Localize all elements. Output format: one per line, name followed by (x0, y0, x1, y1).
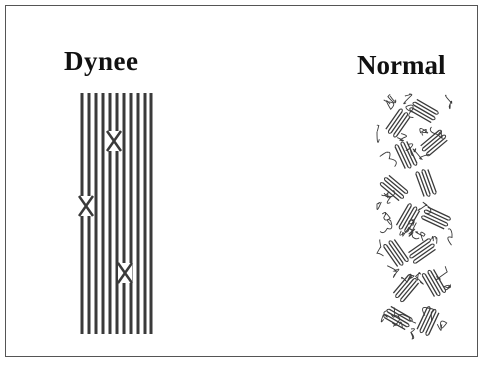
amorphous-chain (409, 229, 419, 239)
amorphous-chain (377, 125, 379, 142)
aligned-fiber-diagram (78, 93, 156, 336)
amorphous-chain (437, 321, 446, 330)
lamella-stack (394, 140, 417, 170)
lamella-stack (421, 206, 451, 229)
label-normal: Normal (357, 52, 445, 79)
amorphous-chain (445, 95, 451, 108)
amorphous-chain (387, 266, 399, 278)
amorphous-chain (416, 232, 425, 241)
amorphous-chain (420, 128, 428, 135)
amorphous-chain (397, 134, 406, 141)
label-dyneema: Dynee (64, 48, 138, 75)
amorphous-chain (432, 236, 437, 243)
amorphous-chain (388, 94, 396, 102)
lamella-stack (415, 168, 436, 198)
amorphous-chain (404, 94, 412, 104)
folded-chain-diagram (376, 93, 454, 341)
lamella-stack (409, 99, 439, 124)
amorphous-chain (380, 152, 397, 167)
amorphous-chain (436, 266, 447, 279)
amorphous-chain (380, 220, 392, 233)
lamella-stack (380, 174, 409, 201)
lamella-stack (385, 108, 411, 137)
amorphous-chain (377, 202, 381, 210)
lamella-stack (383, 306, 413, 331)
lamella-stack (392, 274, 419, 303)
amorphous-chain (411, 329, 415, 339)
lamella-stack (416, 306, 439, 336)
lamella-stack (383, 238, 409, 267)
lamella-stack (407, 238, 436, 264)
lamella-stack (422, 268, 447, 298)
amorphous-chain (448, 229, 452, 245)
amorphous-chain (377, 240, 384, 256)
amorphous-chain (382, 212, 390, 220)
